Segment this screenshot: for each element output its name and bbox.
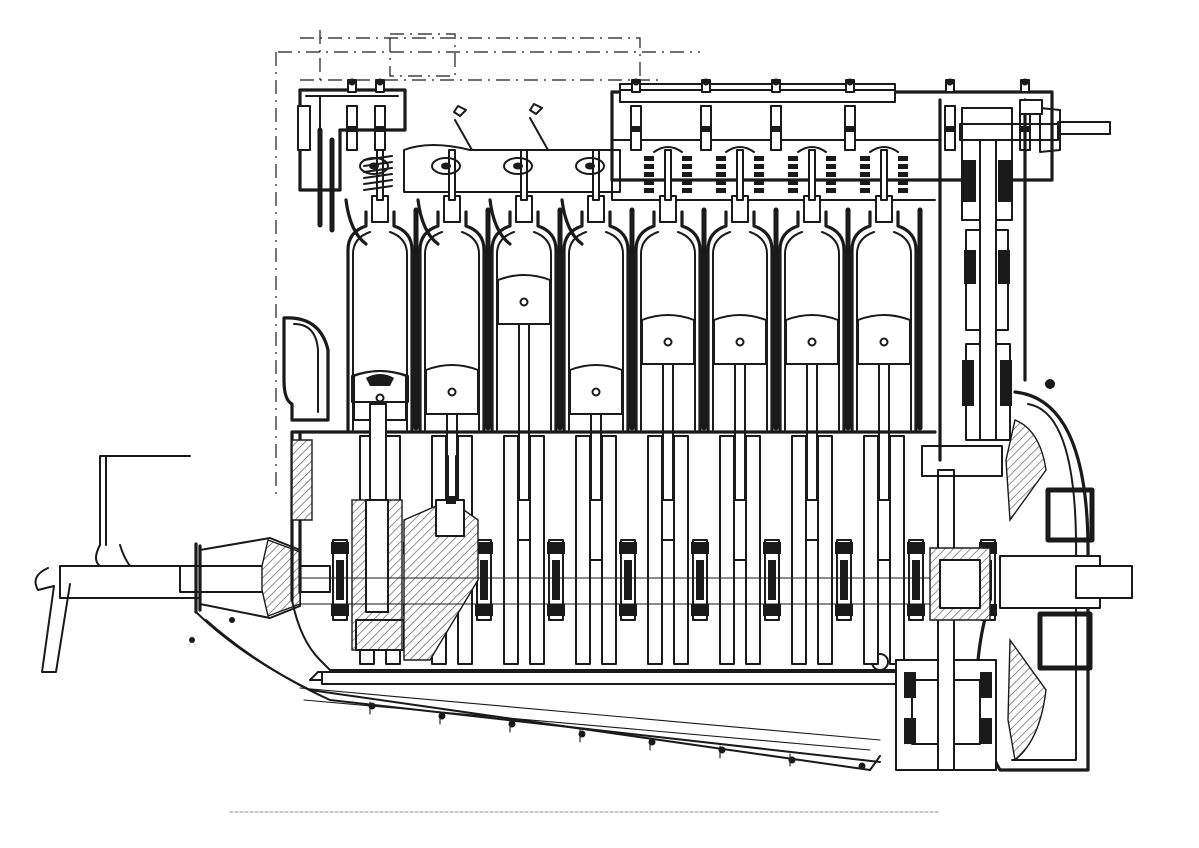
conrod-3 <box>518 323 530 521</box>
phantom-accessory-outline <box>275 30 700 500</box>
cylinder-3 <box>488 149 563 665</box>
vertical-drive-shaft <box>938 98 1111 462</box>
head-bolt-1 <box>346 78 358 151</box>
main-bearing-1 <box>331 539 349 621</box>
cylinder-8 <box>850 149 923 665</box>
cylinders-group <box>344 149 923 665</box>
cylinder-block-front <box>297 88 407 233</box>
cylinder-6 <box>706 149 779 665</box>
valve-spring-8 <box>860 146 908 193</box>
piston-3 <box>497 274 551 325</box>
cylinder-4 <box>560 149 635 665</box>
flywheel-housing <box>975 379 1133 772</box>
conrod-8 <box>878 363 890 521</box>
piston-5 <box>641 314 695 365</box>
main-bearing-6 <box>691 539 709 621</box>
valve-springs-group <box>363 146 908 193</box>
head-bolt-7 <box>944 78 956 151</box>
front-spring-coil <box>363 179 393 185</box>
piston-6 <box>713 314 767 365</box>
main-bearing-3 <box>475 539 493 621</box>
piston-4 <box>569 364 623 415</box>
oil-sump <box>189 611 881 771</box>
piston-8 <box>857 314 911 365</box>
conrod-6 <box>734 363 746 521</box>
conrod-5 <box>662 363 674 521</box>
main-bearing-9 <box>907 539 925 621</box>
cylinder-7 <box>778 149 851 665</box>
front-spring-coil <box>363 155 393 161</box>
main-bearing-7 <box>763 539 781 621</box>
head-bolt-4 <box>700 78 712 151</box>
starting-handle <box>34 455 201 673</box>
valve-pushrods-left <box>403 103 621 193</box>
crankshaft <box>299 577 931 605</box>
intake-elbow <box>282 316 330 422</box>
cylinder-5 <box>634 149 707 665</box>
main-bearing-5 <box>619 539 637 621</box>
piston-7 <box>785 314 839 365</box>
front-connecting-rod <box>351 370 409 651</box>
head-bolt-6 <box>844 78 856 151</box>
front-spring-coil <box>363 185 393 191</box>
main-bearing-4 <box>547 539 565 621</box>
front-crank-web <box>403 455 479 661</box>
main-bearing-8 <box>835 539 853 621</box>
head-bolt-2 <box>374 78 386 151</box>
head-bolt-5 <box>770 78 782 151</box>
valve-spring-5 <box>644 146 692 193</box>
conrod-7 <box>806 363 818 521</box>
head-bolts-group <box>346 78 1031 151</box>
piston-2 <box>425 364 479 415</box>
head-bolt-3 <box>630 78 642 151</box>
front-spring-coil <box>363 167 393 173</box>
front-spring-coil <box>363 161 393 167</box>
valve-spring-7 <box>788 146 836 193</box>
front-spring-coil <box>363 173 393 179</box>
valve-spring-6 <box>716 146 764 193</box>
lower-gear-train <box>895 445 1003 771</box>
